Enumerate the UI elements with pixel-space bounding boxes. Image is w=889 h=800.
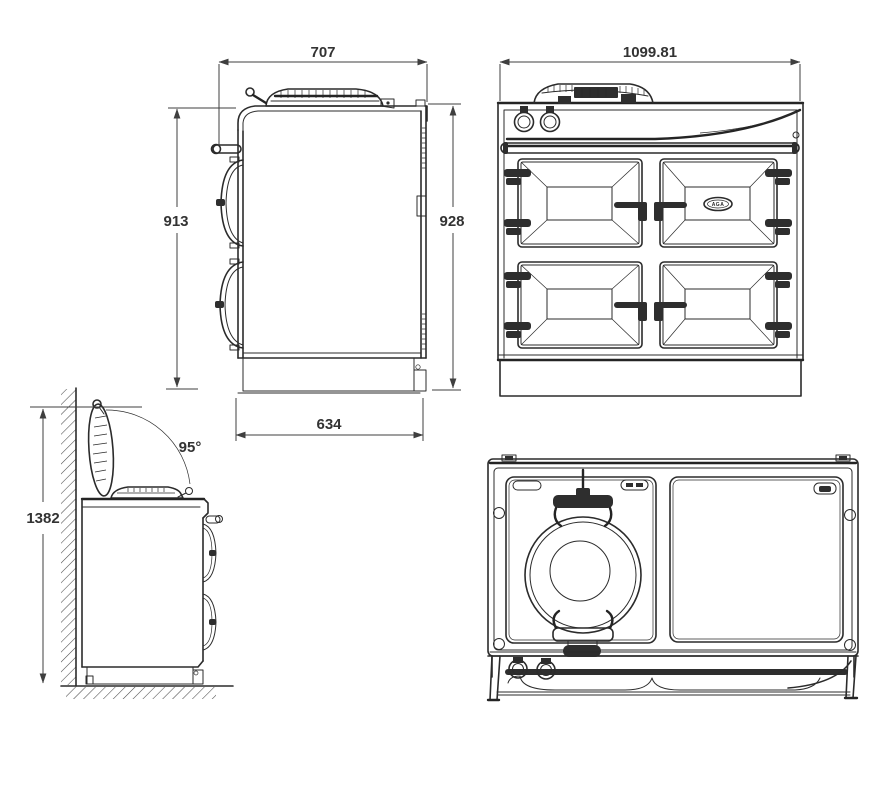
dimension-lid-open-height: 1382 bbox=[26, 406, 142, 684]
front-view: AGA bbox=[496, 83, 805, 397]
lid-open-view bbox=[60, 387, 234, 699]
dim-label-side-bottom-width: 634 bbox=[316, 416, 342, 433]
dim-label-side-height-left: 913 bbox=[163, 213, 188, 230]
dim-label-side-height-right: 928 bbox=[439, 213, 464, 230]
door-handles bbox=[614, 202, 687, 321]
lid-handle-grip bbox=[563, 645, 601, 657]
dimension-side-bottom-width: 634 bbox=[235, 398, 424, 441]
dim-label-lid-open-height: 1382 bbox=[26, 510, 59, 527]
open-lid bbox=[87, 399, 115, 497]
lid-swing-arc bbox=[105, 409, 191, 485]
door-hinges bbox=[504, 169, 792, 338]
side-view bbox=[210, 87, 428, 394]
dimension-front-width: 1099.81 bbox=[499, 44, 801, 101]
dim-label-lid-angle: 95° bbox=[179, 439, 202, 456]
aga-badge-text: AGA bbox=[712, 202, 725, 208]
dim-label-front-width: 1099.81 bbox=[623, 44, 677, 61]
closed-lid bbox=[110, 486, 193, 499]
plan-view bbox=[486, 454, 859, 702]
dimension-side-height-left: 913 bbox=[163, 107, 236, 390]
dimension-side-top-width: 707 bbox=[218, 44, 428, 146]
dimension-side-height-right: 928 bbox=[428, 103, 465, 391]
dim-label-side-top-width: 707 bbox=[310, 44, 335, 61]
floor-hatching bbox=[66, 687, 216, 699]
wall-hatching bbox=[61, 389, 76, 685]
aga-badge bbox=[703, 196, 733, 212]
